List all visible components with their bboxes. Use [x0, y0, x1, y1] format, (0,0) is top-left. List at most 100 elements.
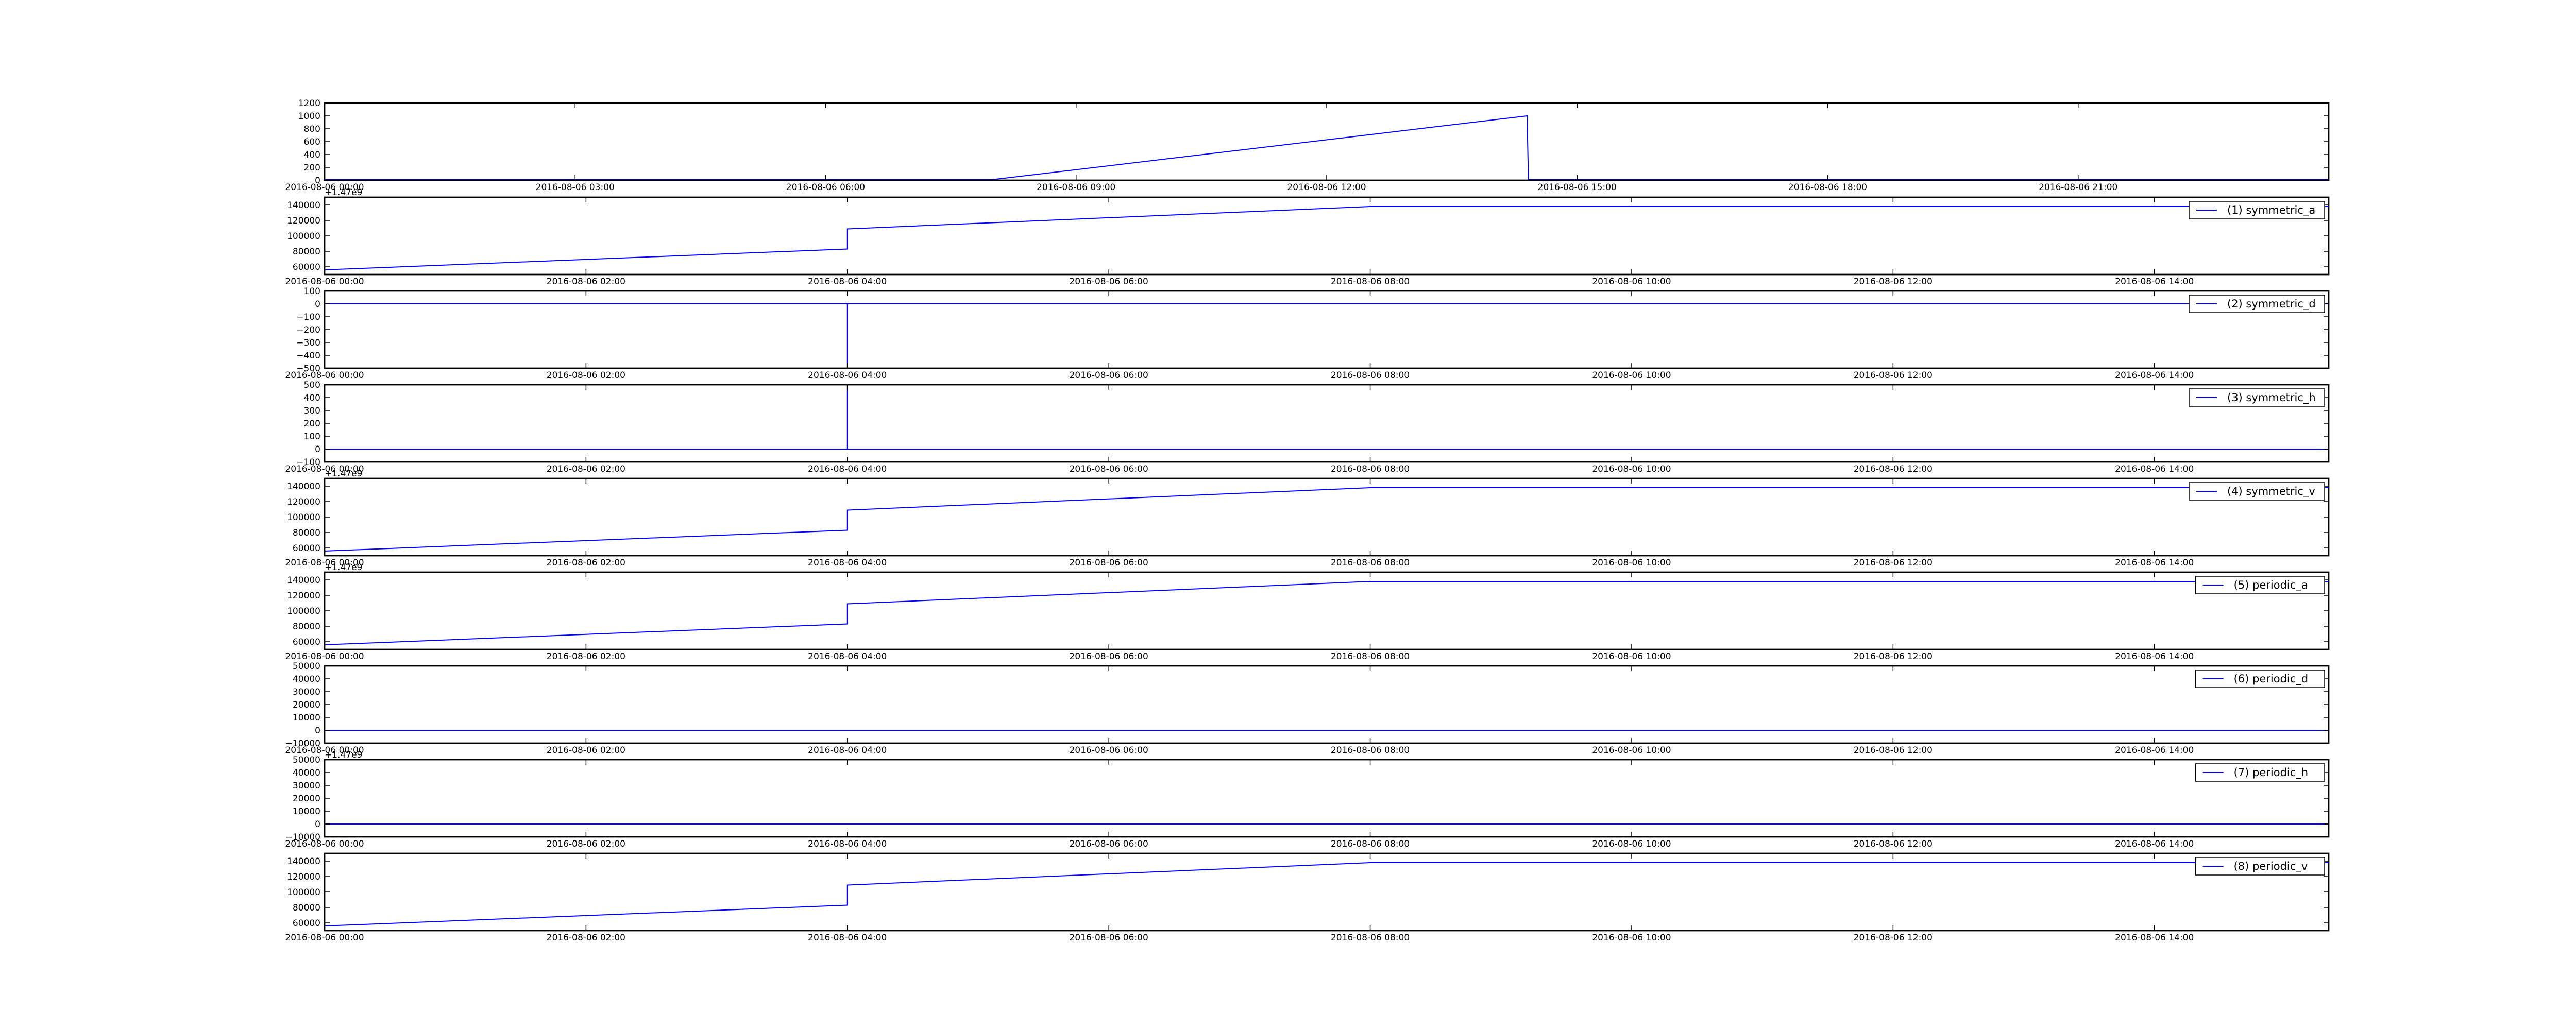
- subplot-7: −10000010000200003000040000500002016-08-…: [285, 661, 2330, 756]
- x-tick-label: 2016-08-06 06:00: [1070, 277, 1148, 287]
- x-tick-label: 2016-08-06 06:00: [1070, 370, 1148, 381]
- legend-label: (5) periodic_a: [2234, 579, 2308, 592]
- axes-frame: [324, 102, 2330, 181]
- x-tick-label: 2016-08-06 02:00: [547, 839, 625, 849]
- y-tick-label: 20000: [293, 700, 320, 710]
- x-tick-label: 2016-08-06 08:00: [1331, 745, 1410, 756]
- y-tick-label: 200: [304, 163, 320, 173]
- subplot-6: 60000 80000 100000 120000 140000 2016-08-06 0…: [285, 562, 2330, 662]
- y-tick-label: 0: [315, 176, 320, 186]
- y-tick-label: 10000: [293, 806, 320, 817]
- x-tick-label: 2016-08-06 03:00: [536, 182, 615, 193]
- axes-frame: [324, 665, 2330, 744]
- y-tick-label: −10000: [285, 832, 320, 843]
- y-tick-label: 400: [304, 393, 320, 403]
- x-tick-label: 2016-08-06 00:00: [285, 933, 364, 943]
- x-tick-label: 2016-08-06 06:00: [1070, 839, 1148, 849]
- y-tick-label: 80000: [293, 903, 320, 913]
- x-tick-label: 2016-08-06 04:00: [808, 745, 887, 756]
- legend: (1) symmetric_a: [2189, 201, 2325, 219]
- subplot-8: −10000010000200003000040000500002016-08-…: [285, 750, 2330, 849]
- y-tick-label: −300: [296, 338, 320, 348]
- x-tick-label: 2016-08-06 08:00: [1331, 464, 1410, 474]
- x-tick-label: 2016-08-06 12:00: [1854, 839, 1933, 849]
- x-tick-label: 2016-08-06 10:00: [1592, 370, 1671, 381]
- y-tick-label: 100000: [287, 231, 320, 242]
- x-tick-label: 2016-08-06 18:00: [1788, 182, 1867, 193]
- x-tick-label: 2016-08-06 14:00: [2115, 558, 2194, 568]
- x-tick-label: 2016-08-06 12:00: [1854, 370, 1933, 381]
- y-tick-label: 140000: [287, 575, 320, 586]
- x-tick-label: 2016-08-06 08:00: [1331, 933, 1410, 943]
- y-tick-label: 800: [304, 124, 320, 134]
- y-offset-label: +1.47e9: [325, 562, 362, 573]
- y-tick-label: 0: [315, 299, 320, 310]
- y-tick-label: 600: [304, 137, 320, 147]
- y-tick-label: 120000: [287, 591, 320, 601]
- x-tick-label: 2016-08-06 00:00: [285, 182, 364, 193]
- x-tick-label: 2016-08-06 14:00: [2115, 277, 2194, 287]
- x-tick-label: 2016-08-06 06:00: [1070, 745, 1148, 756]
- x-tick-label: 2016-08-06 06:00: [1070, 933, 1148, 943]
- x-tick-label: 2016-08-06 12:00: [1854, 277, 1933, 287]
- y-tick-label: 120000: [287, 872, 320, 882]
- legend-label: (3) symmetric_h: [2227, 391, 2316, 404]
- y-tick-label: 80000: [293, 247, 320, 257]
- x-tick-label: 2016-08-06 04:00: [808, 370, 887, 381]
- y-offset-label: +1.47e9: [325, 750, 362, 760]
- series-line: [324, 487, 2329, 552]
- x-tick-label: 2016-08-06 06:00: [1070, 651, 1148, 662]
- x-tick-label: 2016-08-06 00:00: [285, 370, 364, 381]
- x-tick-label: 2016-08-06 00:00: [285, 839, 364, 849]
- y-tick-label: −400: [296, 351, 320, 361]
- y-tick-label: 80000: [293, 528, 320, 538]
- x-tick-label: 2016-08-06 00:00: [285, 464, 364, 474]
- x-tick-label: 2016-08-06 02:00: [547, 933, 625, 943]
- y-tick-label: 1200: [298, 98, 320, 109]
- y-tick-label: 10000: [293, 713, 320, 723]
- x-tick-label: 2016-08-06 02:00: [547, 745, 625, 756]
- x-tick-label: 2016-08-06 10:00: [1592, 558, 1671, 568]
- y-tick-label: 80000: [293, 622, 320, 632]
- series-line: [325, 303, 2329, 368]
- x-tick-label: 2016-08-06 14:00: [2115, 839, 2194, 849]
- x-tick-label: 2016-08-06 10:00: [1592, 651, 1671, 662]
- x-tick-label: 2016-08-06 02:00: [547, 370, 625, 381]
- legend-label: (4) symmetric_v: [2227, 485, 2315, 498]
- x-tick-label: 2016-08-06 10:00: [1592, 933, 1671, 943]
- legend-label: (6) periodic_d: [2234, 673, 2309, 685]
- y-tick-label: 50000: [293, 755, 320, 765]
- axes-frame: [324, 290, 2330, 369]
- series-line: [324, 862, 2329, 926]
- x-tick-label: 2016-08-06 10:00: [1592, 464, 1671, 474]
- y-tick-label: 100000: [287, 606, 320, 616]
- x-tick-label: 2016-08-06 14:00: [2115, 745, 2194, 756]
- x-tick-label: 2016-08-06 04:00: [808, 651, 887, 662]
- y-offset-label: +1.47e9: [325, 187, 362, 198]
- y-tick-label: 60000: [293, 543, 320, 554]
- x-tick-label: 2016-08-06 21:00: [2039, 182, 2117, 193]
- x-tick-label: 2016-08-06 14:00: [2115, 651, 2194, 662]
- legend: (7) periodic_h: [2195, 763, 2325, 782]
- y-tick-label: 0: [315, 819, 320, 830]
- y-tick-label: 30000: [293, 687, 320, 697]
- legend-label: (8) periodic_v: [2234, 860, 2308, 873]
- axes-frame: [324, 384, 2330, 463]
- x-tick-label: 2016-08-06 00:00: [285, 651, 364, 662]
- y-tick-label: 0: [315, 444, 320, 455]
- y-tick-label: 500: [304, 380, 320, 390]
- y-tick-label: 140000: [287, 856, 320, 867]
- y-tick-label: 100000: [287, 887, 320, 898]
- y-tick-label: 60000: [293, 637, 320, 647]
- x-tick-label: 2016-08-06 08:00: [1331, 839, 1410, 849]
- y-tick-label: 100: [304, 432, 320, 442]
- y-tick-label: 300: [304, 406, 320, 416]
- x-tick-label: 2016-08-06 10:00: [1592, 277, 1671, 287]
- x-tick-label: 2016-08-06 08:00: [1331, 277, 1410, 287]
- axes-frame: [324, 759, 2330, 838]
